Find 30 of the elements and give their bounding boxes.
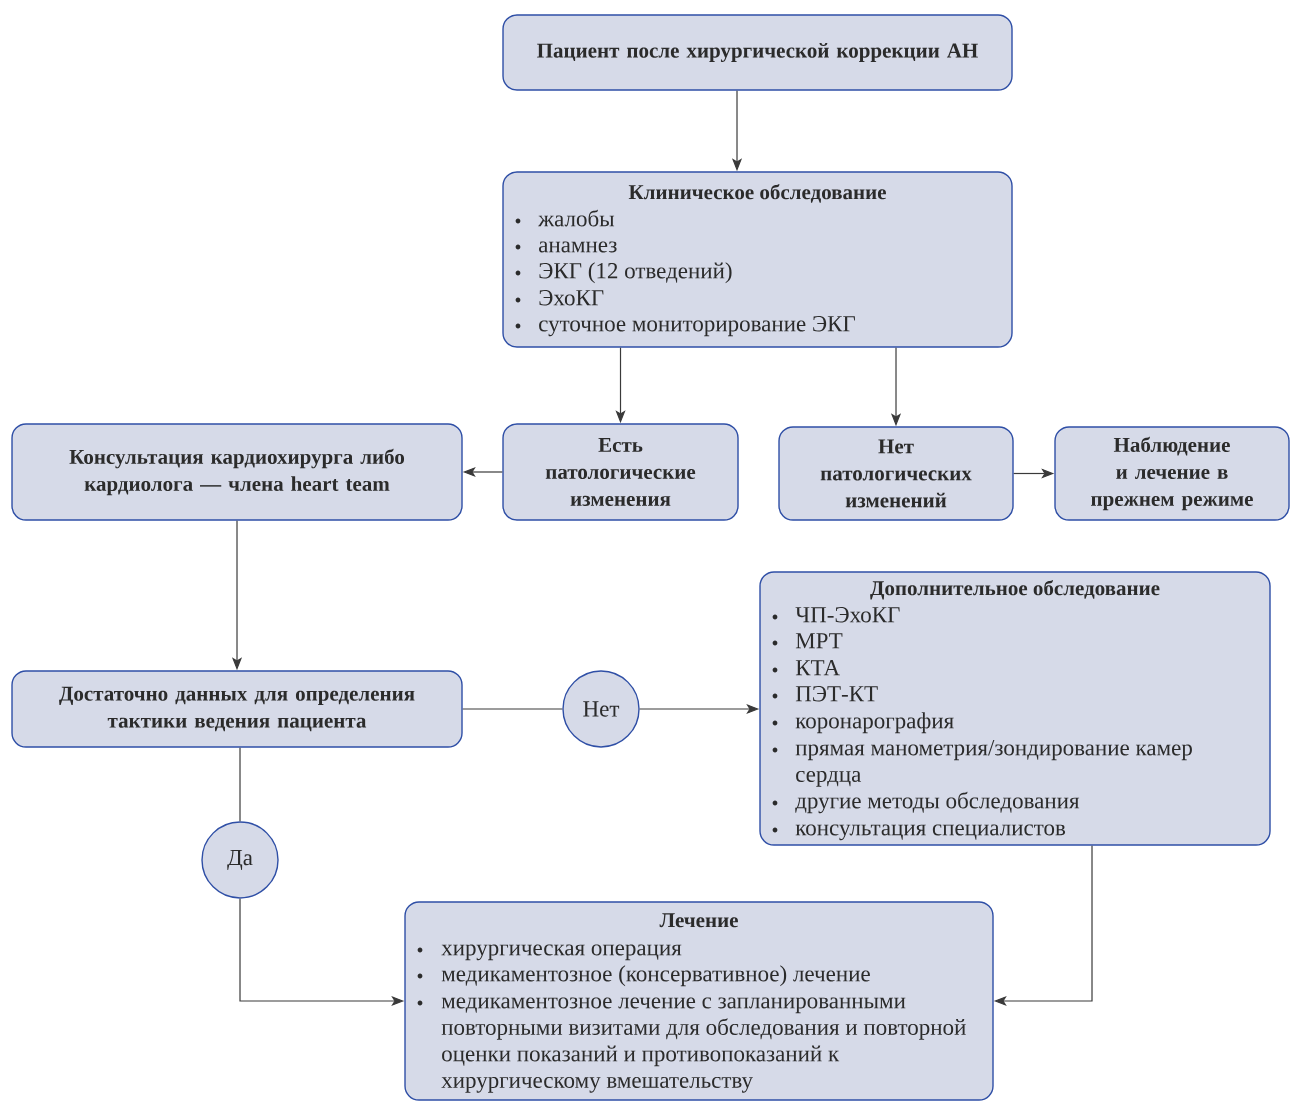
list-item: медикаментозное (консервативное) лечение	[441, 965, 870, 987]
process-box: Пациент после хирургической коррекции АН	[502, 14, 1013, 91]
list-item: суточное мониторирование ЭКГ	[539, 316, 855, 337]
list-item: КТА	[795, 660, 840, 676]
list-item: анамнез	[539, 241, 617, 253]
list-item: коронарография	[795, 712, 954, 734]
list-item: ЧП-ЭхоКГ	[795, 607, 900, 623]
box-heading: Клиническое обследование	[628, 184, 886, 203]
list-item: прямая манометрия/зондирование камер сердца	[795, 740, 1192, 787]
process-box: Консультация кардиохирурга либо кардиолога — члена heart team	[11, 423, 463, 521]
process-box: Нет патологических изменений	[778, 426, 1014, 521]
process-box: Наблюдение и лечение в прежнем режиме	[1054, 426, 1290, 521]
list-item: хирургическая операция	[441, 944, 682, 961]
process-box	[404, 901, 994, 1101]
list-item: ЭКГ (12 отведений)	[539, 262, 732, 284]
process-box: Есть патологические изменения	[502, 423, 739, 521]
list-item: жалобы	[538, 209, 615, 227]
list-item: МРТ	[795, 633, 843, 649]
list-item: другие методы обследования	[795, 791, 1080, 814]
connector-line	[239, 747, 241, 822]
process-box	[502, 171, 1013, 348]
process-box	[759, 571, 1271, 846]
list-item: ПЭТ-КТ	[795, 686, 878, 702]
list-item: ЭхоКГ	[539, 290, 604, 306]
list-item: консультация специалистов	[795, 824, 1066, 841]
list-item: медикаментозное лечение с запланированными повторными визитами для обследования и повторной оценки показаний и противопоказаний к хирургическому вмешательству	[441, 997, 966, 1093]
box-heading: Лечение	[659, 913, 738, 928]
process-box: Достаточно данных для определения тактики ведения пациента	[11, 670, 463, 748]
connector-line	[462, 708, 563, 710]
box-heading: Дополнительное обследование	[870, 580, 1160, 600]
